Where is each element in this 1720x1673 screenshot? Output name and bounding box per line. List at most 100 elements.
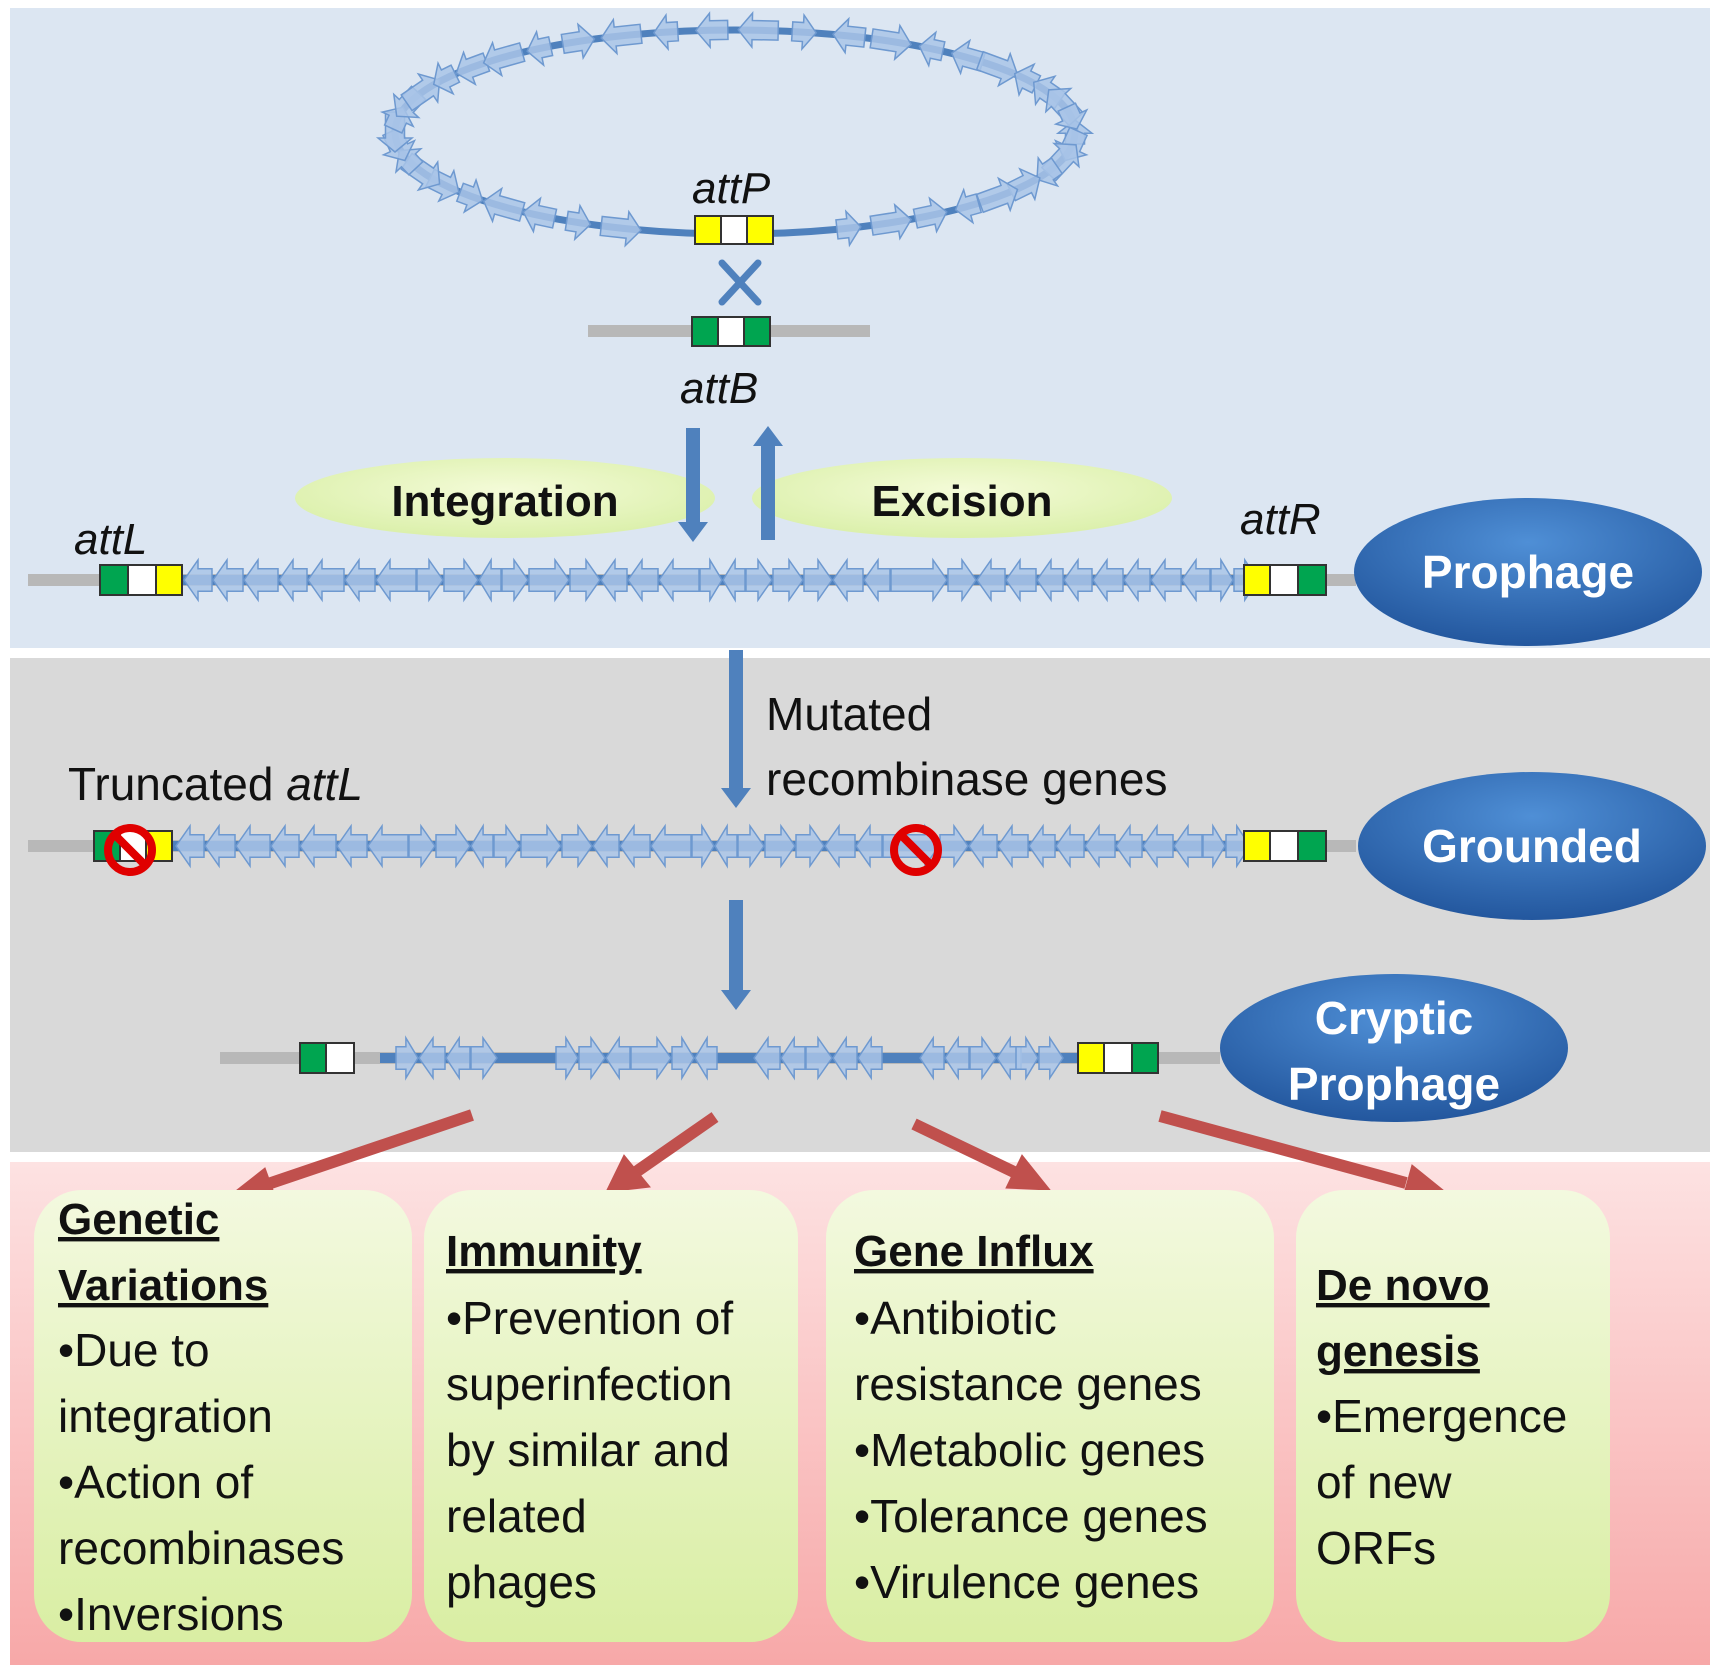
gene-arrow xyxy=(869,23,913,62)
gene-arrow xyxy=(482,40,526,78)
outcome-arrow-immunity xyxy=(605,1112,719,1193)
gene-arrow xyxy=(605,1035,631,1081)
gene-arrow xyxy=(564,203,592,242)
prophage-stage-oval xyxy=(1354,498,1702,646)
outcome-box-immunity: Immunity •Prevention of superinfection b… xyxy=(424,1190,798,1642)
gene-arrow xyxy=(918,30,946,68)
excision-label: Excision xyxy=(872,477,1053,526)
gene-arrow xyxy=(954,187,983,225)
gene-arrow xyxy=(745,557,773,603)
gene-arrow xyxy=(863,557,891,603)
circle-gene xyxy=(737,11,780,50)
gene-arrow xyxy=(526,29,554,68)
mutated-label-line1: Mutated xyxy=(766,688,932,740)
outcome-title: genesis xyxy=(1316,1327,1480,1376)
gene-arrow xyxy=(278,557,308,603)
gene-arrow xyxy=(652,12,680,52)
outcome-item: phages xyxy=(446,1556,597,1608)
gene-arrow xyxy=(560,22,596,61)
gene-arrow xyxy=(658,557,700,603)
integration-label: Integration xyxy=(391,477,618,526)
attL-site xyxy=(99,564,183,596)
gene-arrow xyxy=(299,823,337,869)
outcome-item: •Tolerance genes xyxy=(854,1490,1208,1542)
decay-arrow xyxy=(721,900,751,1010)
gene-arrow xyxy=(204,823,236,869)
cryptic-genes xyxy=(395,1035,1064,1081)
circle-gene xyxy=(954,187,983,225)
cryptic-dna xyxy=(220,1035,1220,1081)
gene-arrow xyxy=(1063,557,1093,603)
gene-arrow xyxy=(212,557,244,603)
gene-arrow xyxy=(939,823,969,869)
outcome-item: •Emergence xyxy=(1316,1390,1567,1442)
circle-gene xyxy=(975,176,1019,214)
grounded-stage-oval xyxy=(1358,772,1706,920)
outcome-item: •Action of xyxy=(58,1456,253,1508)
gene-arrow xyxy=(790,12,818,52)
circle-gene xyxy=(599,209,642,248)
outcome-item: of new xyxy=(1316,1456,1452,1508)
gene-arrow xyxy=(919,1035,945,1081)
gene-arrow xyxy=(737,823,765,869)
cryptic-stage-oval xyxy=(1220,974,1568,1122)
outcome-item: •Prevention of xyxy=(446,1292,733,1344)
gene-arrow xyxy=(1210,557,1234,603)
gene-arrow xyxy=(1123,557,1151,603)
circle-gene xyxy=(526,29,554,68)
gene-arrow xyxy=(1038,1035,1064,1081)
attR-label: attR xyxy=(1240,495,1321,544)
outcome-box-gene-influx: Gene Influx •Antibiotic resistance genes… xyxy=(826,1190,1274,1642)
gene-arrow xyxy=(1028,823,1056,869)
gene-arrow xyxy=(890,557,948,603)
gene-arrow xyxy=(400,72,441,112)
gene-arrow xyxy=(578,1035,606,1081)
cryptic-stage-label-line1: Cryptic xyxy=(1315,992,1473,1044)
gene-arrow xyxy=(691,823,715,869)
circle-gene xyxy=(455,50,491,86)
gene-arrow xyxy=(600,17,643,56)
gene-arrow xyxy=(1005,557,1037,603)
gene-arrow xyxy=(443,557,479,603)
gene-arrow xyxy=(528,557,570,603)
circle-gene xyxy=(400,72,441,112)
gene-arrow xyxy=(832,557,864,603)
outcome-item: •Virulence genes xyxy=(854,1556,1199,1608)
circle-gene xyxy=(790,12,818,52)
gene-arrow xyxy=(855,823,883,869)
truncated-attL-label: Truncated attL xyxy=(68,758,363,810)
outcome-item: superinfection xyxy=(446,1358,732,1410)
gene-arrow xyxy=(522,196,558,234)
gene-arrow xyxy=(780,1035,806,1081)
gene-arrow xyxy=(627,557,659,603)
gene-arrow xyxy=(1036,155,1064,188)
gene-arrow xyxy=(1142,823,1174,869)
gene-arrow xyxy=(737,11,780,50)
attL-label: attL xyxy=(74,515,147,564)
outcome-title: De novo xyxy=(1316,1261,1490,1310)
integration-arrow xyxy=(678,428,708,542)
phage-circle-genes xyxy=(375,11,1095,248)
outcome-item: related xyxy=(446,1490,587,1542)
gene-arrow xyxy=(976,557,1006,603)
attB-label: attB xyxy=(680,364,758,413)
gene-arrow xyxy=(493,823,521,869)
gene-arrow xyxy=(997,823,1029,869)
gene-arrow xyxy=(432,60,461,96)
gene-arrow xyxy=(175,823,205,869)
gene-arrow xyxy=(235,823,271,869)
gene-arrow xyxy=(1181,557,1211,603)
no-recombinase-icon xyxy=(890,824,942,876)
gene-arrow xyxy=(408,823,436,869)
excision-oval xyxy=(752,458,1172,538)
circle-gene xyxy=(482,40,526,78)
attR-site xyxy=(1243,564,1327,596)
gene-arrow xyxy=(470,823,494,869)
gene-arrow xyxy=(969,1035,997,1081)
excision-arrow xyxy=(753,426,783,540)
circle-gene xyxy=(912,196,948,234)
circle-gene xyxy=(869,23,913,62)
gene-arrow xyxy=(367,823,409,869)
attP-label: attP xyxy=(692,164,771,213)
gene-arrow xyxy=(1173,823,1203,869)
